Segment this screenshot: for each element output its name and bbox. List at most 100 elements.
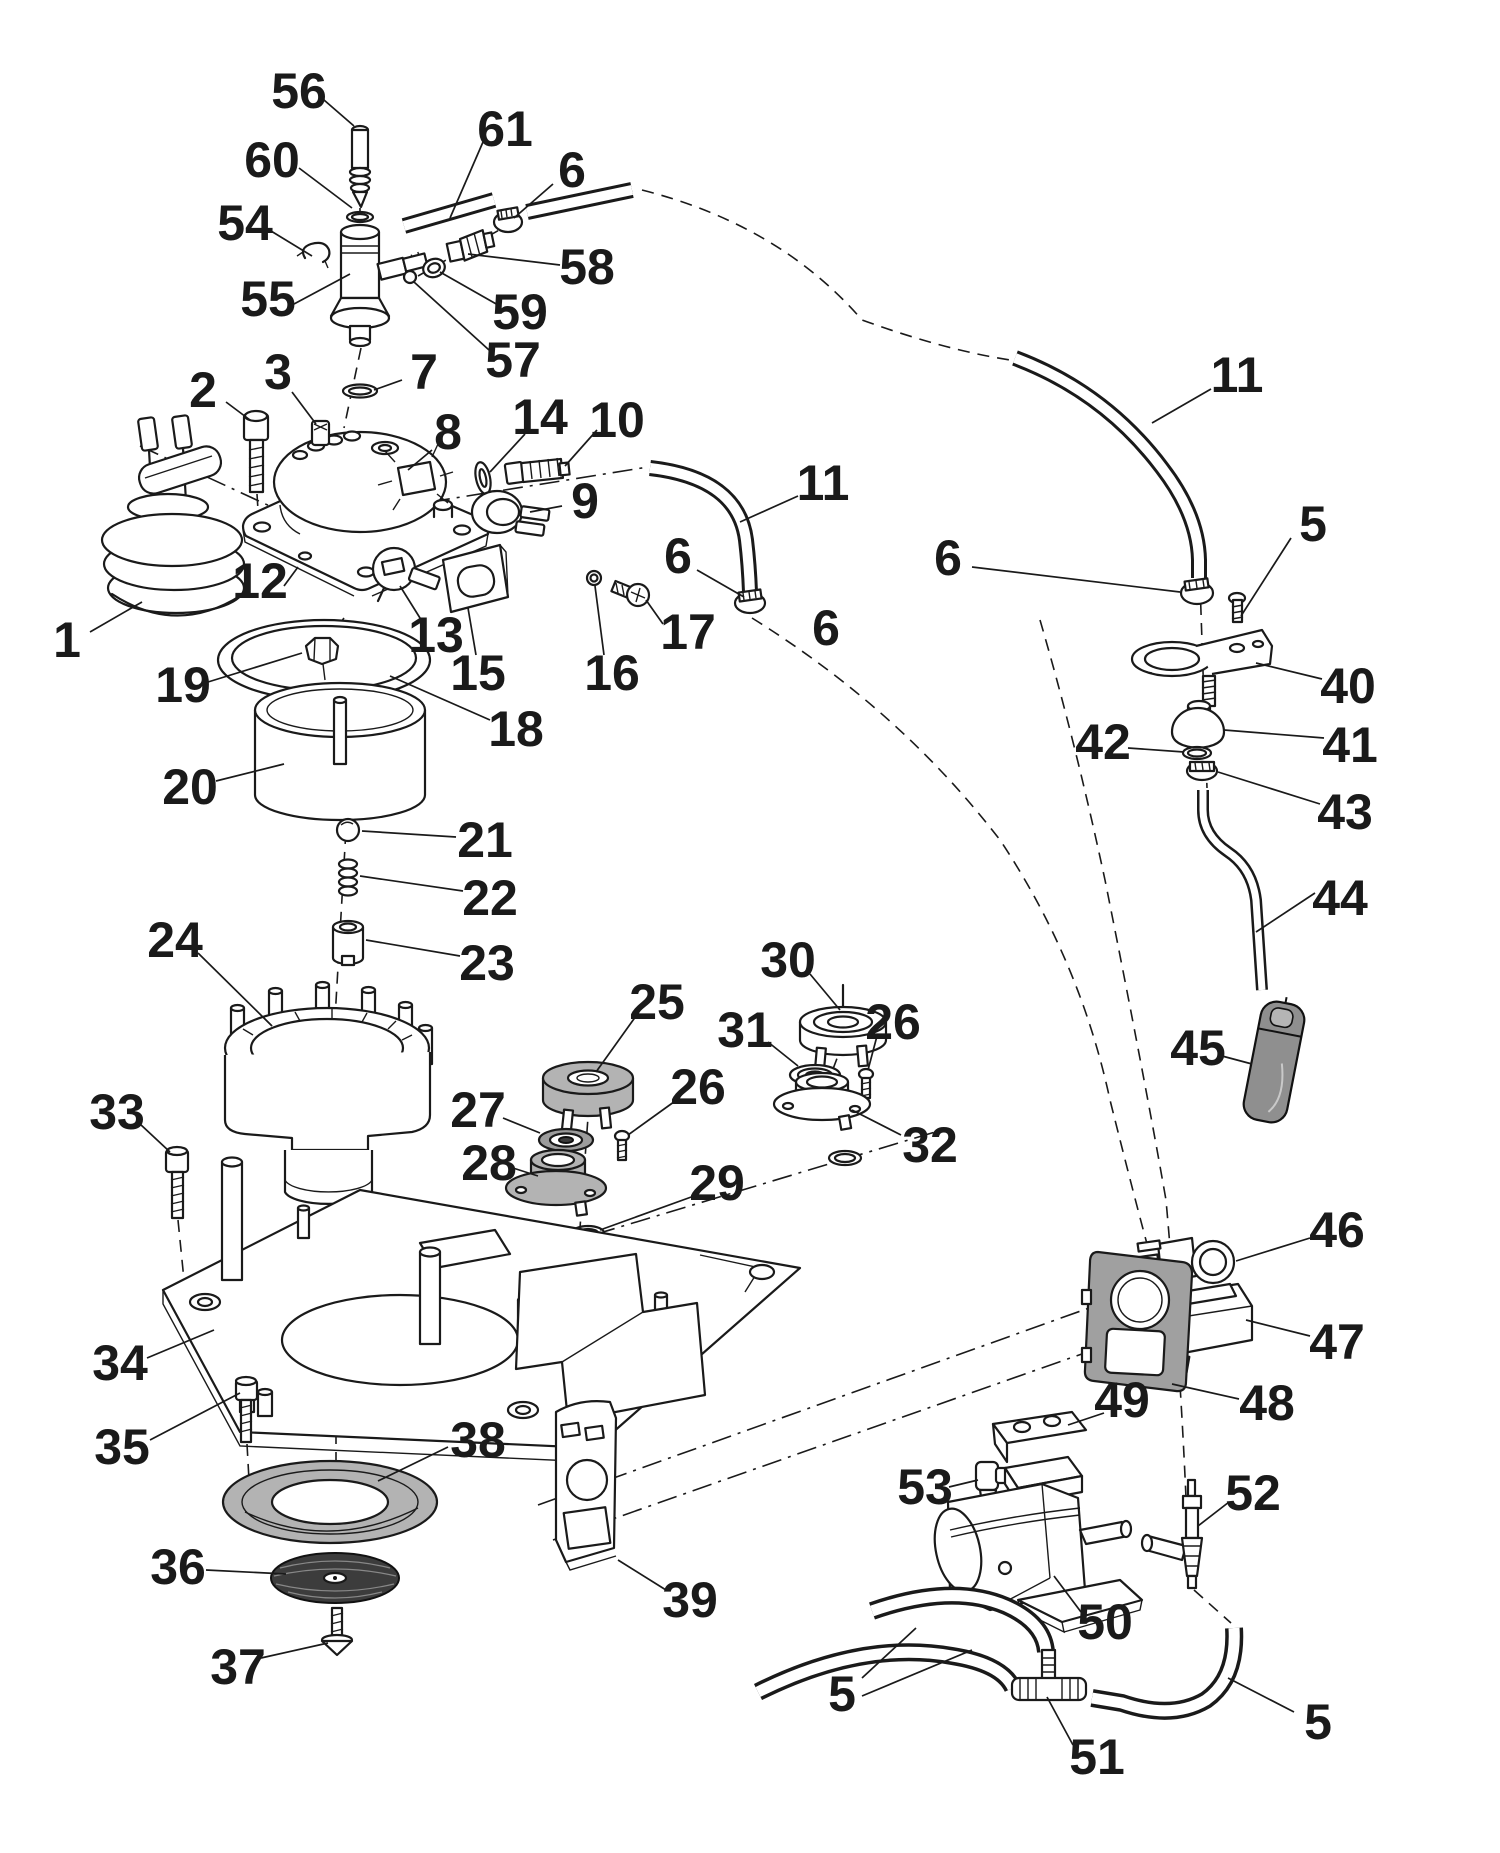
centerline-9 (246, 1443, 250, 1481)
part-label-55: 55 (240, 271, 296, 327)
part-29-o-ring-right (827, 1149, 863, 1167)
centerline-17 (559, 1131, 936, 1246)
part-56-valve-pipe (348, 124, 372, 209)
centerline-13 (641, 189, 1011, 361)
leader-line-25 (595, 1015, 637, 1073)
leader-line-20 (215, 763, 285, 782)
parts-layer (100, 124, 1306, 1720)
part-label-17: 17 (660, 604, 716, 660)
part-54-clip (296, 241, 331, 269)
part-label-2: 2 (189, 362, 217, 418)
part-label-53: 53 (897, 1459, 953, 1515)
part-30-bearing (798, 983, 888, 1070)
spade-connector (137, 445, 223, 495)
part-label-56: 56 (271, 63, 327, 119)
part-label-27: 27 (450, 1082, 506, 1138)
hose-segment-top (525, 182, 634, 220)
part-label-47: 47 (1309, 1314, 1365, 1370)
centerline-21 (552, 1329, 1151, 1541)
leader-line-56 (323, 99, 355, 127)
part-label-57: 57 (485, 332, 541, 388)
leader-line-54 (270, 230, 313, 257)
part-5-screw-bracket (1227, 591, 1247, 624)
part-37-screw (320, 1606, 354, 1657)
part-label-28: 28 (461, 1135, 517, 1191)
part-label-38: 38 (450, 1412, 506, 1468)
part-label-31: 31 (717, 1002, 773, 1058)
leader-lines-layer (89, 99, 1325, 1746)
part-label-43: 43 (1317, 784, 1373, 840)
part-label-42: 42 (1075, 714, 1131, 770)
part-label-46: 46 (1309, 1202, 1365, 1258)
part-16-o-ring (585, 569, 603, 587)
part-48-panel-gasket (1080, 1250, 1194, 1393)
hoses-5-bottom (753, 1586, 1244, 1720)
centerline-15 (751, 617, 1151, 1256)
leader-line-53 (948, 1479, 979, 1488)
part-58-fitting (445, 229, 496, 263)
part-label-60: 60 (244, 132, 300, 188)
leader-line-26 (627, 1098, 679, 1136)
part-label-29: 29 (689, 1155, 745, 1211)
leader-line-34 (146, 1329, 215, 1359)
part-33-screw (164, 1145, 190, 1220)
part-label-20: 20 (162, 759, 218, 815)
part-25-bearing-cap (541, 1060, 635, 1132)
leader-line-30 (809, 973, 841, 1011)
part-label-5: 5 (828, 1666, 856, 1722)
leader-line-11 (739, 495, 799, 523)
part-1-heating-element (100, 414, 246, 617)
leader-line-26 (867, 1035, 878, 1071)
part-label-7: 7 (410, 344, 438, 400)
leader-line-48 (1171, 1383, 1240, 1400)
part-45-steam-handle (1242, 997, 1306, 1124)
leader-line-6 (696, 569, 745, 598)
part-23-bushing (331, 919, 365, 967)
part-32-flange (772, 1071, 872, 1131)
part-label-5: 5 (1299, 496, 1327, 552)
part-label-41: 41 (1322, 717, 1378, 773)
leader-line-29 (599, 1195, 695, 1231)
leader-line-6 (971, 566, 1181, 593)
leader-line-37 (260, 1642, 329, 1659)
leader-line-41 (1223, 729, 1325, 739)
part-label-37: 37 (210, 1639, 266, 1695)
leader-line-58 (467, 253, 561, 266)
part-44-steam-pipe (1197, 790, 1268, 991)
leader-line-35 (149, 1392, 241, 1441)
leader-line-13 (399, 585, 421, 619)
part-label-23: 23 (459, 935, 515, 991)
centerline-5 (333, 811, 348, 1037)
part-6-clamp-top (492, 206, 524, 234)
part-label-15: 15 (450, 645, 506, 701)
leader-line-31 (767, 1041, 799, 1067)
part-label-36: 36 (150, 1539, 206, 1595)
leader-line-18 (389, 675, 491, 721)
part-41-ball-joint (1170, 674, 1226, 750)
part-49-pump-bracket (991, 1410, 1088, 1464)
part-label-39: 39 (662, 1572, 718, 1628)
part-17-screw (610, 579, 651, 608)
leader-line-24 (197, 952, 273, 1027)
leader-line-36 (205, 1569, 287, 1575)
part-label-8: 8 (434, 404, 462, 460)
leader-line-12 (283, 566, 299, 587)
part-label-58: 58 (559, 239, 615, 295)
part-11-hose-left (649, 460, 758, 593)
part-label-52: 52 (1225, 1465, 1281, 1521)
part-36-shower-screen (270, 1552, 400, 1604)
part-3-terminal (310, 419, 331, 447)
part-61-hose (401, 192, 497, 234)
part-label-6: 6 (664, 528, 692, 584)
leader-line-28 (512, 1167, 539, 1177)
leader-line-11 (1151, 388, 1212, 424)
leader-line-17 (645, 599, 664, 625)
leader-line-5 (1240, 537, 1292, 617)
part-38-group-gasket (221, 1459, 439, 1545)
leader-line-33 (139, 1123, 171, 1153)
part-label-48: 48 (1239, 1375, 1295, 1431)
part-label-33: 33 (89, 1084, 145, 1140)
leader-line-21 (361, 830, 457, 838)
